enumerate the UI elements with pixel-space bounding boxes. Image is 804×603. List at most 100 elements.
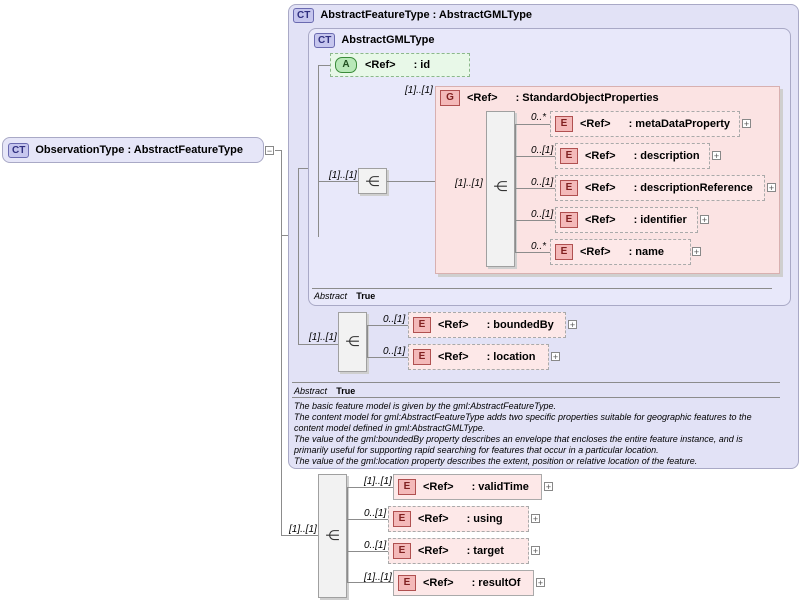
connector: [347, 582, 393, 583]
element-ref: <Ref>: [580, 246, 611, 258]
element-description[interactable]: E <Ref> : description: [555, 143, 710, 169]
element-resultof[interactable]: E <Ref> : resultOf: [393, 570, 534, 596]
documentation: The basic feature model is given by the …: [294, 401, 752, 466]
element-name: : name: [628, 246, 665, 258]
element-name: : boundedBy: [486, 319, 554, 331]
element-icon: E: [393, 511, 411, 527]
feature-sequence[interactable]: ⋲: [338, 312, 367, 372]
connector: [515, 156, 555, 157]
root-type-box[interactable]: CT ObservationType : AbstractFeatureType: [2, 137, 264, 163]
complex-type-icon: CT: [8, 142, 30, 158]
connector: [281, 235, 289, 236]
element-metadataproperty[interactable]: E <Ref> : metaDataProperty: [550, 111, 740, 137]
element-ref: <Ref>: [438, 319, 469, 331]
element-cardinality: 0..*: [531, 241, 547, 252]
group-icon: G: [440, 90, 460, 106]
connector: [515, 124, 550, 125]
group-name: : StandardObjectProperties: [515, 92, 659, 104]
element-ref: <Ref>: [423, 481, 454, 493]
attribute-name: : id: [413, 59, 431, 71]
connector: [347, 551, 388, 552]
gml-abstract-flag: Abstract True: [314, 291, 376, 301]
element-icon: E: [393, 543, 411, 559]
connector: [347, 519, 388, 520]
connector: [367, 325, 408, 326]
element-icon: E: [555, 244, 573, 260]
element-icon: E: [398, 575, 416, 591]
element-name-elem[interactable]: E <Ref> : name: [550, 239, 691, 265]
expand-icon[interactable]: +: [551, 352, 560, 362]
sequence-icon: ⋲: [365, 173, 380, 189]
connector: [318, 65, 319, 237]
divider: [292, 397, 780, 398]
abstract-gml-type-title: AbstractGMLType: [341, 34, 435, 46]
connector: [281, 150, 282, 536]
observation-sequence[interactable]: ⋲: [318, 474, 347, 598]
complex-type-icon: CT: [314, 32, 336, 48]
sequence-icon: ⋲: [325, 527, 340, 543]
expand-icon[interactable]: +: [544, 482, 553, 492]
element-boundedby[interactable]: E <Ref> : boundedBy: [408, 312, 566, 338]
element-identifier[interactable]: E <Ref> : identifier: [555, 207, 698, 233]
element-name: : target: [466, 545, 504, 557]
element-cardinality: 0..[1]: [531, 209, 554, 220]
connector: [367, 325, 368, 357]
expand-icon[interactable]: +: [742, 119, 751, 129]
connector: [298, 168, 299, 344]
element-cardinality: 0..[1]: [531, 177, 554, 188]
expand-icon[interactable]: +: [692, 247, 701, 257]
element-ref: <Ref>: [418, 513, 449, 525]
expand-icon[interactable]: +: [712, 151, 721, 161]
connector: [298, 344, 338, 345]
element-icon: E: [560, 148, 578, 164]
element-name: : descriptionReference: [633, 182, 753, 194]
collapse-icon[interactable]: −: [265, 146, 274, 156]
connector: [367, 357, 408, 358]
connector: [275, 150, 281, 151]
divider: [312, 288, 772, 289]
element-location[interactable]: E <Ref> : location: [408, 344, 549, 370]
observation-seq-cardinality: [1]..[1]: [289, 524, 317, 535]
element-ref: <Ref>: [585, 182, 616, 194]
attribute-id[interactable]: A <Ref> : id: [330, 53, 470, 77]
element-icon: E: [560, 212, 578, 228]
abstract-feature-type-title: AbstractFeatureType : AbstractGMLType: [320, 9, 533, 21]
element-name: : resultOf: [471, 577, 521, 589]
feature-abstract-flag: Abstract True: [294, 386, 356, 396]
gml-sequence[interactable]: ⋲: [358, 168, 387, 194]
element-ref: <Ref>: [438, 351, 469, 363]
connector: [515, 252, 550, 253]
element-icon: E: [413, 317, 431, 333]
element-ref: <Ref>: [585, 214, 616, 226]
group-seq-cardinality: [1]..[1]: [455, 178, 483, 189]
sequence-icon: ⋲: [493, 178, 508, 194]
expand-icon[interactable]: +: [700, 215, 709, 225]
expand-icon[interactable]: +: [531, 546, 540, 556]
connector: [298, 168, 308, 169]
element-target[interactable]: E <Ref> : target: [388, 538, 529, 564]
element-descriptionreference[interactable]: E <Ref> : descriptionReference: [555, 175, 765, 201]
attribute-icon: A: [335, 57, 357, 73]
group-header: G <Ref> : StandardObjectProperties: [440, 90, 659, 106]
element-name: : using: [466, 513, 503, 525]
group-sequence[interactable]: ⋲: [486, 111, 515, 267]
connector: [515, 188, 555, 189]
sequence-icon: ⋲: [345, 333, 360, 349]
element-ref: <Ref>: [418, 545, 449, 557]
element-ref: <Ref>: [423, 577, 454, 589]
element-cardinality: 0..[1]: [531, 145, 554, 156]
connector: [318, 65, 330, 66]
element-using[interactable]: E <Ref> : using: [388, 506, 529, 532]
element-validtime[interactable]: E <Ref> : validTime: [393, 474, 542, 500]
root-type-name: ObservationType: [35, 144, 125, 156]
connector: [515, 220, 555, 221]
connector: [318, 181, 358, 182]
expand-icon[interactable]: +: [531, 514, 540, 524]
expand-icon[interactable]: +: [536, 578, 545, 588]
expand-icon[interactable]: +: [767, 183, 776, 193]
element-icon: E: [555, 116, 573, 132]
root-type-base: : AbstractFeatureType: [127, 144, 243, 156]
element-name: : validTime: [471, 481, 529, 493]
element-ref: <Ref>: [585, 150, 616, 162]
expand-icon[interactable]: +: [568, 320, 577, 330]
